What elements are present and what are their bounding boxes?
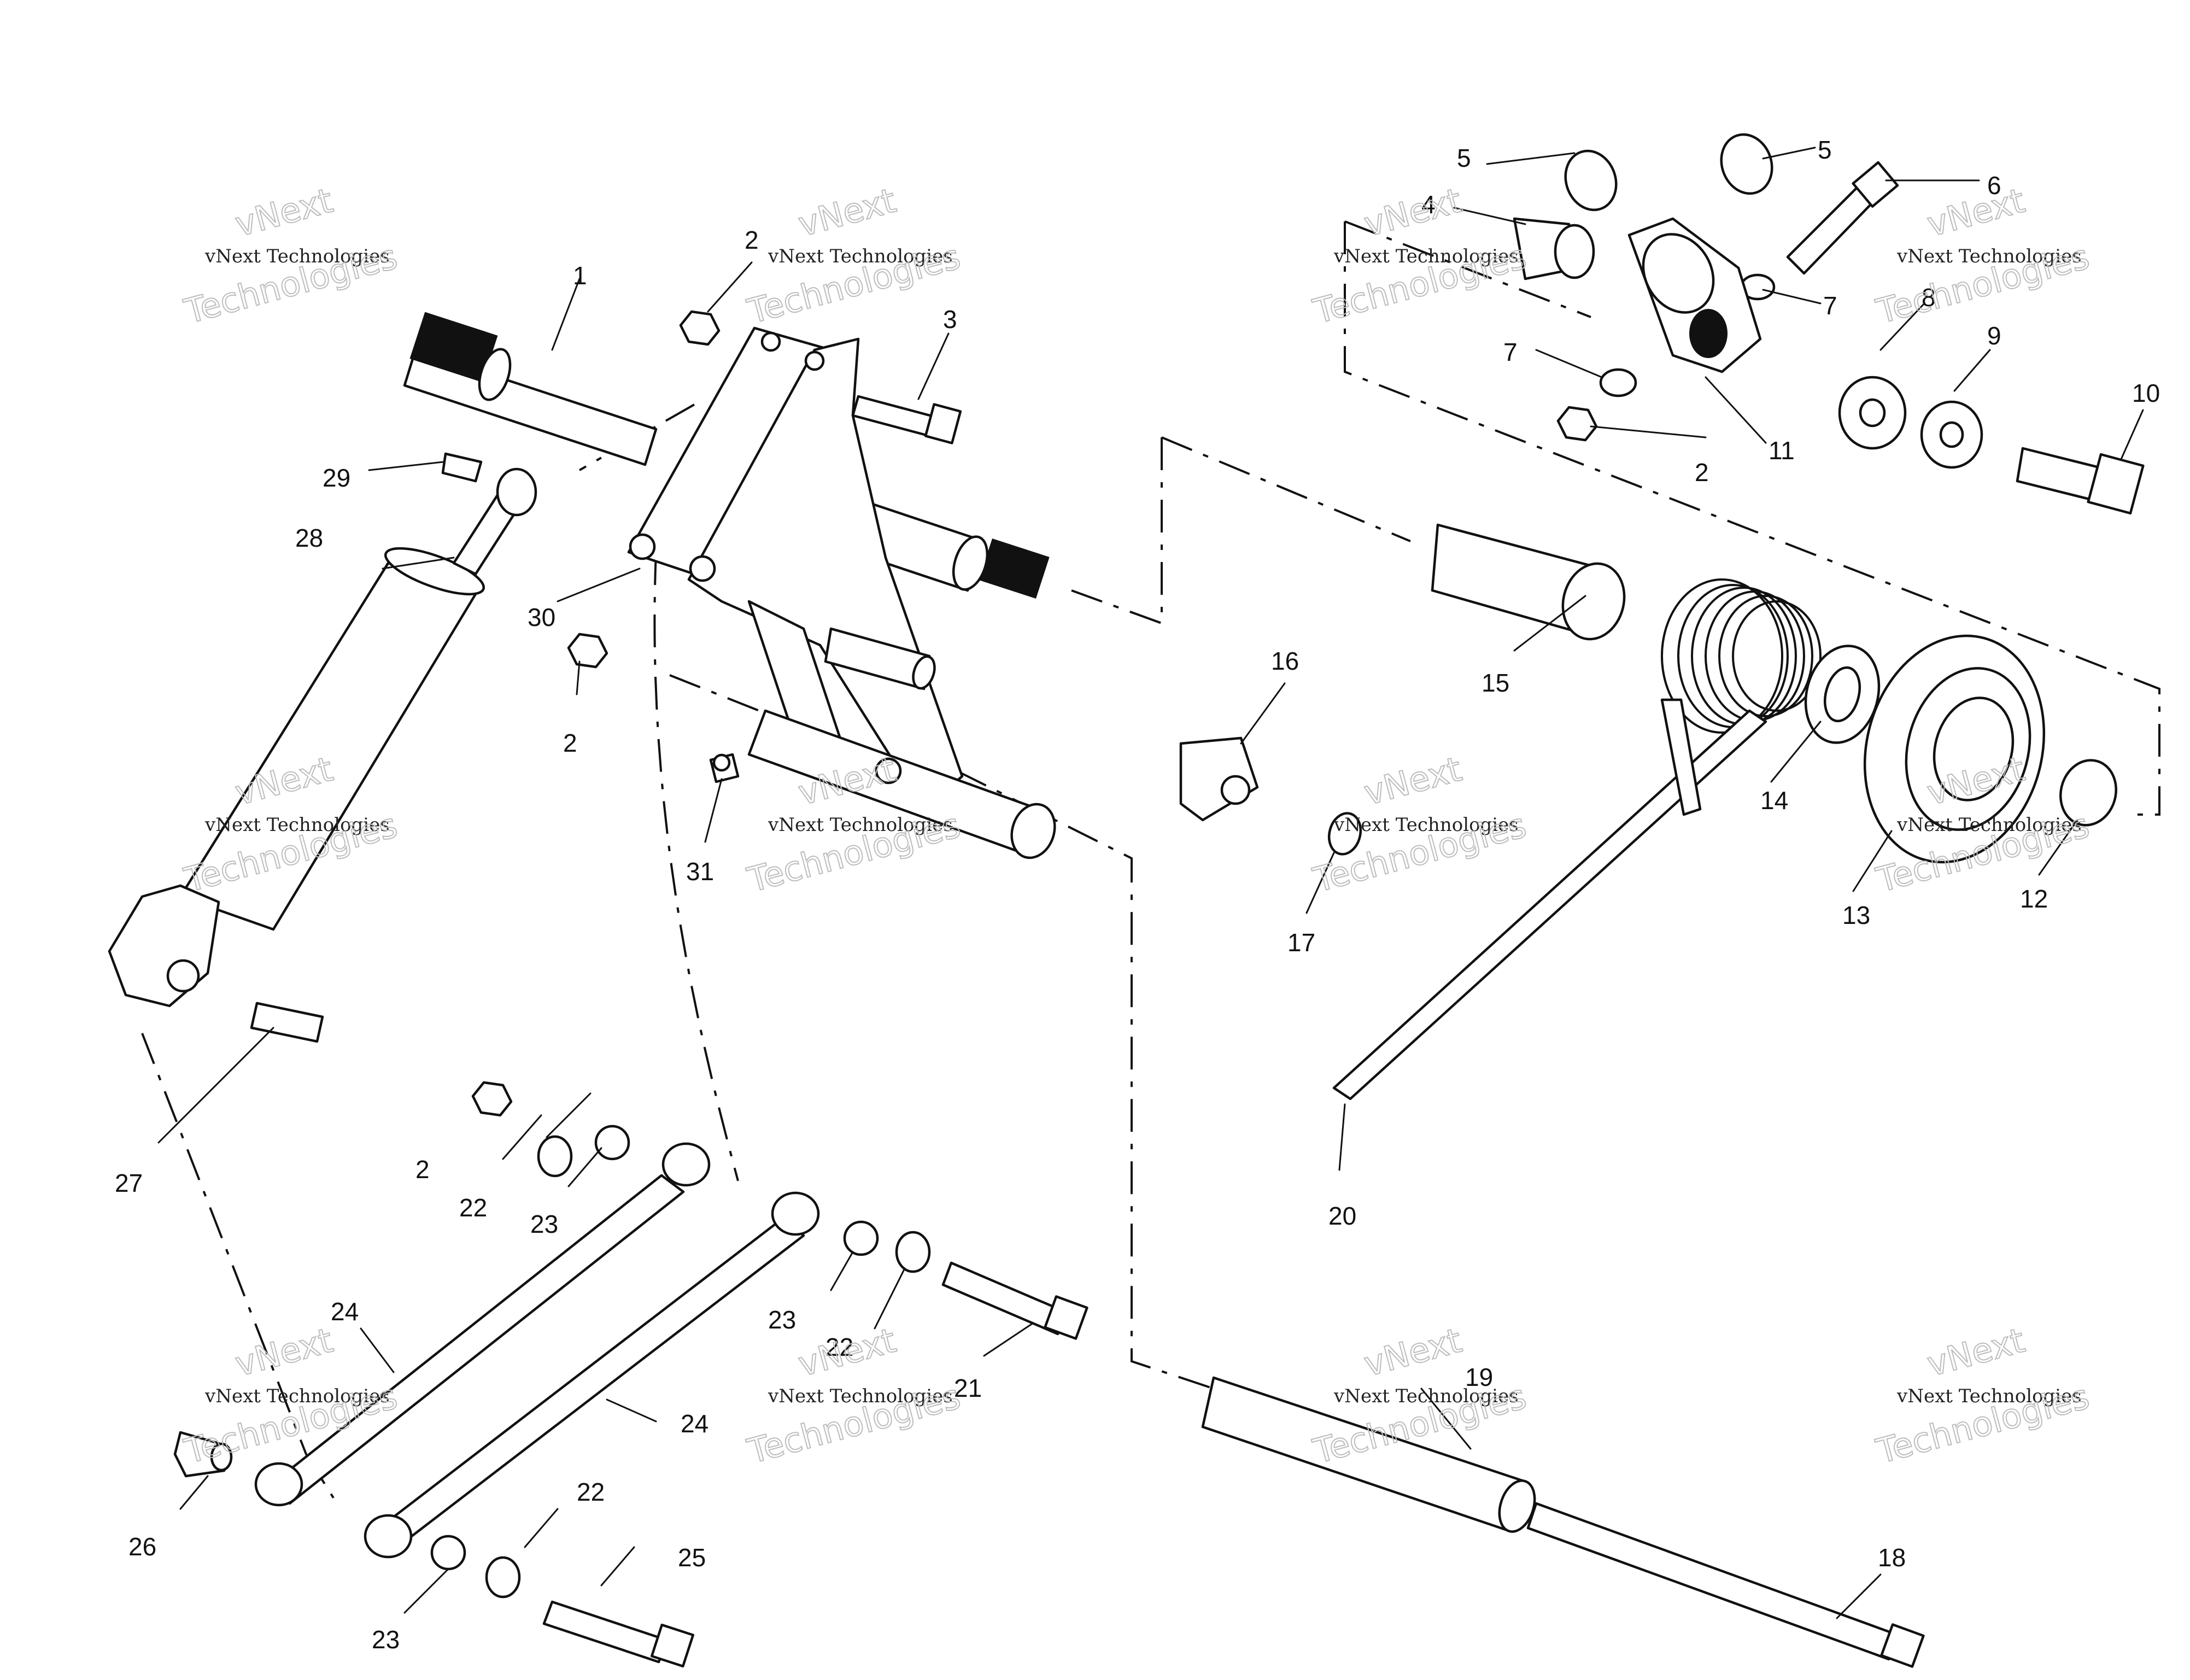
svg-text:vNext Technologies: vNext Technologies [1896, 245, 2082, 267]
callout-5b: 5 [1818, 136, 1832, 164]
svg-text:vNext Technologies: vNext Technologies [204, 245, 390, 267]
callout-7b: 7 [1503, 338, 1518, 366]
watermark-9: vNext vNext Technologies Technologies [180, 1320, 402, 1472]
leader-lines [157, 147, 2144, 1619]
svg-text:vNext Technologies: vNext Technologies [204, 1385, 390, 1407]
torsion-spring [1332, 578, 1822, 1101]
svg-text:vNext Technologies: vNext Technologies [768, 245, 953, 267]
upper-right-hardware [1513, 133, 2145, 515]
callout-22c: 22 [577, 1478, 605, 1506]
bushing-16 [1179, 736, 1362, 856]
callout-31: 31 [686, 857, 714, 886]
assembly-lines [141, 220, 2160, 1499]
callout-10: 10 [2132, 379, 2160, 407]
grease-fitting [709, 753, 740, 783]
callout-24b: 24 [681, 1409, 708, 1438]
callout-29: 29 [323, 464, 350, 492]
svg-text:vNext Technologies: vNext Technologies [1333, 245, 1519, 267]
svg-text:vNext Technologies: vNext Technologies [204, 814, 390, 836]
svg-text:vNext: vNext [794, 180, 900, 244]
callout-9: 9 [1987, 321, 2001, 350]
watermark-2: vNext vNext Technologies Technologies [743, 180, 965, 332]
callout-6: 6 [1987, 171, 2001, 200]
callout-17: 17 [1287, 928, 1315, 957]
callout-5a: 5 [1457, 144, 1471, 172]
svg-text:vNext: vNext [1360, 180, 1466, 244]
callout-2d: 2 [415, 1155, 430, 1184]
callout-27: 27 [115, 1169, 143, 1197]
svg-text:vNext: vNext [1360, 749, 1466, 813]
svg-text:vNext Technologies: vNext Technologies [1333, 1385, 1519, 1407]
callout-4: 4 [1421, 190, 1436, 219]
callout-24a: 24 [331, 1297, 359, 1326]
svg-text:vNext: vNext [231, 180, 337, 244]
tube-and-long-bolt [1201, 1376, 1925, 1668]
callout-2c: 2 [1695, 458, 1709, 487]
svg-text:vNext: vNext [1923, 180, 2029, 244]
callout-12: 12 [2020, 885, 2048, 913]
watermark-12: vNext vNext Technologies Technologies [1872, 1320, 2094, 1472]
swing-arm-bracket [627, 326, 1056, 859]
lower-linkage [173, 1125, 1088, 1668]
svg-text:vNext Technologies: vNext Technologies [768, 814, 953, 836]
shock-absorber [108, 452, 537, 1043]
svg-text:vNext Technologies: vNext Technologies [1896, 1385, 2082, 1407]
callout-14: 14 [1760, 786, 1788, 815]
callout-2b: 2 [563, 729, 577, 757]
callout-26: 26 [128, 1532, 156, 1561]
wheel-assembly [1804, 634, 2117, 864]
callout-2a: 2 [745, 226, 759, 254]
watermark-3: vNext vNext Technologies Technologies [1309, 180, 1531, 332]
callout-23c: 23 [372, 1625, 400, 1654]
svg-text:vNext: vNext [231, 1320, 337, 1384]
callout-19: 19 [1465, 1363, 1493, 1391]
callout-15: 15 [1482, 669, 1509, 697]
lock-nuts [471, 310, 1598, 1117]
svg-text:vNext Technologies: vNext Technologies [768, 1385, 953, 1407]
callout-7a: 7 [1823, 291, 1837, 320]
callout-18: 18 [1878, 1543, 1906, 1572]
callout-25: 25 [678, 1543, 706, 1572]
callout-20: 20 [1328, 1202, 1356, 1230]
svg-text:vNext: vNext [1360, 1320, 1466, 1384]
callout-23b: 23 [768, 1306, 796, 1334]
callout-21: 21 [954, 1374, 982, 1402]
svg-text:vNext: vNext [1923, 1320, 2029, 1384]
bolt-3 [851, 395, 962, 444]
callout-8: 8 [1922, 283, 1936, 312]
callout-30: 30 [528, 603, 555, 631]
callout-numbers: 1 2 2 2 2 2 3 4 5 5 6 7 7 8 9 10 11 12 1… [115, 136, 2160, 1654]
callout-22b: 22 [825, 1333, 853, 1361]
callout-13: 13 [1842, 901, 1870, 929]
svg-text:vNext Technologies: vNext Technologies [1333, 814, 1519, 836]
callout-23a: 23 [530, 1210, 558, 1238]
watermark-1: vNext vNext Technologies Technologies [180, 180, 402, 332]
callout-1: 1 [573, 261, 587, 290]
watermark-7: vNext vNext Technologies Technologies [1309, 748, 1531, 901]
svg-text:vNext Technologies: vNext Technologies [1896, 814, 2082, 836]
watermark-10: vNext vNext Technologies Technologies [743, 1320, 965, 1472]
callout-22a: 22 [459, 1193, 487, 1222]
svg-text:vNext: vNext [794, 1320, 900, 1384]
callout-3: 3 [943, 305, 957, 333]
callout-16: 16 [1271, 647, 1299, 675]
callout-11: 11 [1769, 436, 1795, 465]
spacer-tube [1431, 523, 1626, 641]
callout-28: 28 [295, 524, 323, 552]
watermark-4: vNext vNext Technologies Technologies [1872, 180, 2094, 332]
